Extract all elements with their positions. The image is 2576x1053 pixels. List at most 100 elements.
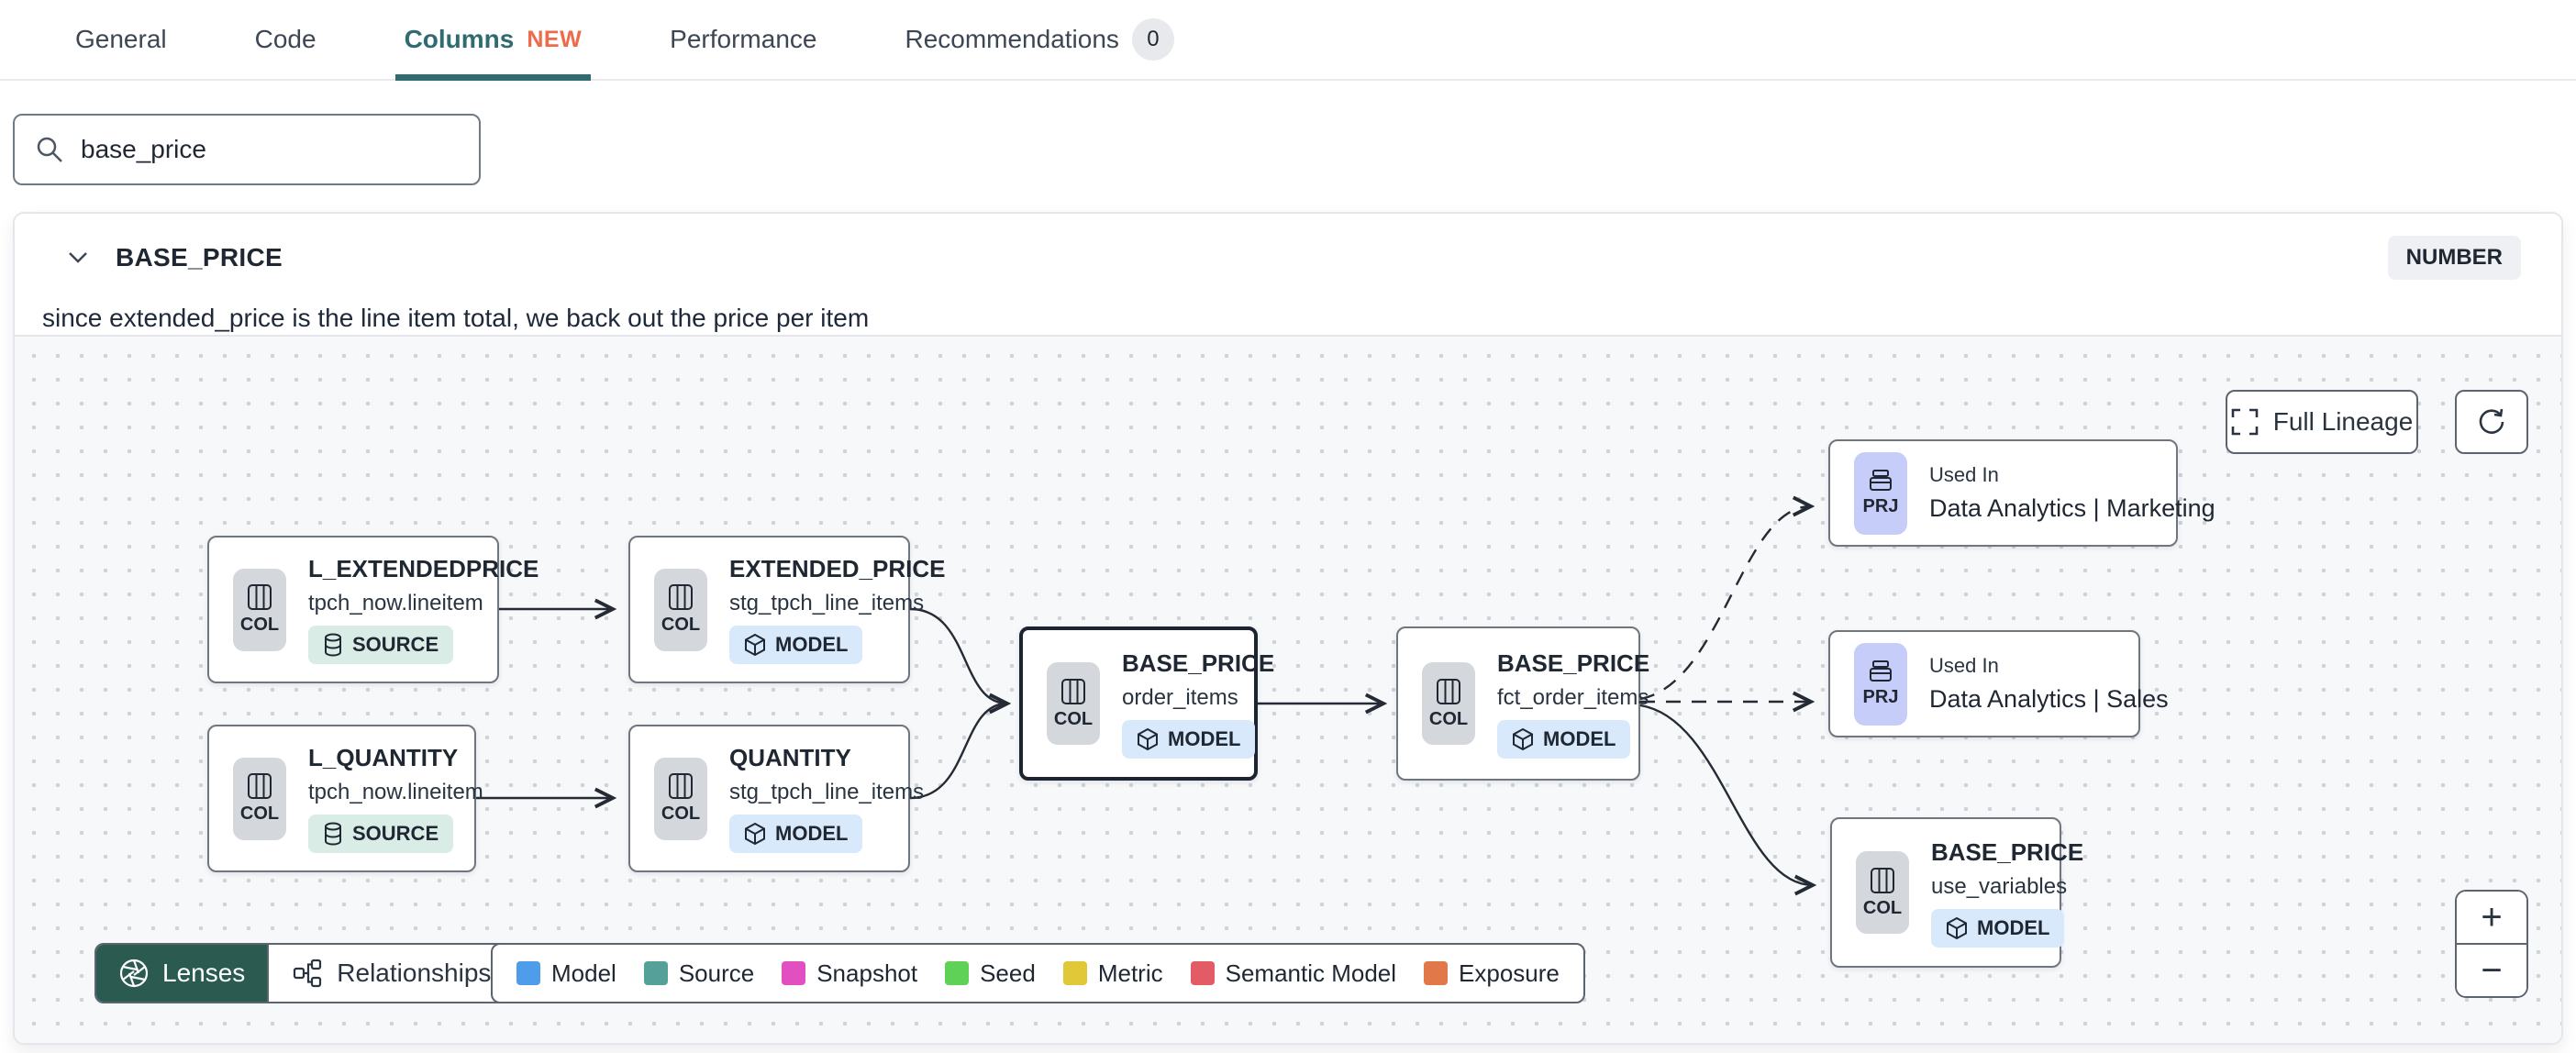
node-title: L_QUANTITY (308, 744, 459, 771)
badge-label: COL (239, 804, 280, 824)
lineage-node-base-price-use-variables[interactable]: COL BASE_PRICE use_variables MODEL (1830, 817, 2083, 968)
cube-icon (745, 822, 765, 846)
relationships-icon (294, 959, 322, 988)
legend-label: Snapshot (816, 959, 918, 987)
tab-bar: General Code Columns NEW Performance Rec… (0, 0, 2576, 81)
legend-label: Exposure (1459, 959, 1560, 987)
node-subtitle: stg_tpch_line_items (729, 780, 925, 804)
legend-label: Semantic Model (1225, 959, 1397, 987)
model-badge: MODEL (729, 626, 863, 664)
badge-label: COL (239, 615, 280, 635)
search-row (0, 81, 2576, 185)
col-badge: COL (1856, 851, 1909, 934)
badge-label: COL (661, 615, 701, 635)
col-badge: COL (233, 757, 286, 840)
col-badge: COL (1047, 662, 1100, 745)
kind-label: MODEL (1977, 915, 2050, 939)
legend-label: Seed (980, 959, 1036, 987)
column-type-badge: NUMBER (2387, 236, 2521, 280)
kind-label: SOURCE (352, 633, 439, 656)
cube-icon (1513, 727, 1533, 750)
node-title: QUANTITY (729, 744, 851, 771)
legend-label: Metric (1097, 959, 1163, 987)
tab-performance[interactable]: Performance (661, 0, 826, 79)
lineage-node-used-in-sales[interactable]: PRJ Used In Data Analytics | Sales (1828, 630, 2169, 737)
model-swatch (516, 961, 540, 985)
badge-label: COL (1428, 708, 1469, 729)
columns-icon (669, 584, 693, 610)
lineage-toolbar: Lenses Relationships (94, 943, 552, 1003)
model-badge: MODEL (1497, 719, 1631, 759)
refresh-button[interactable] (2455, 390, 2528, 454)
badge-label: COL (661, 804, 701, 824)
columns-icon (1871, 867, 1894, 893)
columns-icon (669, 773, 693, 799)
cube-icon (745, 633, 765, 657)
node-subtitle: stg_tpch_line_items (729, 591, 925, 615)
column-description: since extended_price is the line item to… (42, 304, 870, 332)
node-subtitle: order_items (1122, 684, 1238, 710)
badge-label: COL (1053, 708, 1094, 729)
legend-label: Model (551, 959, 616, 987)
lineage-node-l-extendedprice[interactable]: COL L_EXTENDEDPRICE tpch_now.lineitem SO… (207, 536, 539, 683)
node-title: BASE_PRICE (1497, 648, 1650, 677)
lineage-node-base-price-fct-order-items[interactable]: COL BASE_PRICE fct_order_items MODEL (1396, 626, 1649, 781)
tab-recommendations[interactable]: Recommendations 0 (895, 0, 1183, 79)
legend-item-semantic-model: Semantic Model (1190, 959, 1397, 988)
tab-code[interactable]: Code (246, 0, 326, 79)
full-lineage-label: Full Lineage (2272, 407, 2414, 436)
node-subtitle: tpch_now.lineitem (308, 780, 483, 804)
lineage-node-l-quantity[interactable]: COL L_QUANTITY tpch_now.lineitem SOURCE (207, 725, 483, 872)
search-input[interactable] (81, 135, 459, 164)
col-badge: COL (654, 568, 707, 651)
expand-icon (2231, 408, 2259, 436)
prj-badge: PRJ (1854, 451, 1907, 535)
collapse-chevron-down-icon[interactable] (66, 249, 90, 266)
columns-icon (248, 584, 272, 610)
column-panel: BASE_PRICE NUMBER since extended_price i… (13, 212, 2563, 1045)
node-title: EXTENDED_PRICE (729, 555, 946, 582)
search-box[interactable] (13, 114, 481, 185)
lineage-node-base-price-order-items-selected[interactable]: COL BASE_PRICE order_items MODEL (1019, 626, 1274, 781)
badge-label: PRJ (1862, 687, 1899, 707)
full-lineage-button[interactable]: Full Lineage (2226, 390, 2418, 454)
tab-general[interactable]: General (66, 0, 176, 79)
lineage-canvas[interactable]: COL L_EXTENDEDPRICE tpch_now.lineitem SO… (15, 335, 2561, 1043)
cube-icon (1138, 727, 1158, 750)
legend-label: Source (678, 959, 755, 987)
legend-item-exposure: Exposure (1424, 959, 1560, 988)
source-badge: SOURCE (308, 626, 454, 664)
kind-label: MODEL (775, 822, 849, 845)
recommendations-count-badge: 0 (1131, 18, 1174, 61)
used-in-label: Used In (1929, 463, 1999, 486)
columns-icon (248, 773, 272, 799)
kind-label: MODEL (775, 633, 849, 656)
lineage-node-used-in-marketing[interactable]: PRJ Used In Data Analytics | Marketing (1828, 439, 2215, 547)
node-subtitle: fct_order_items (1497, 684, 1649, 710)
search-icon (37, 137, 62, 162)
col-badge: COL (1422, 662, 1475, 745)
lineage-edges (476, 495, 1817, 896)
col-badge: COL (654, 757, 707, 840)
kind-label: SOURCE (352, 822, 439, 845)
zoom-out-button[interactable]: − (2457, 945, 2526, 996)
prj-badge: PRJ (1854, 642, 1907, 726)
lineage-node-extended-price[interactable]: COL EXTENDED_PRICE stg_tpch_line_items M… (628, 536, 946, 683)
zoom-in-button[interactable]: + (2457, 892, 2526, 945)
column-name: BASE_PRICE (116, 243, 283, 272)
project-name: Data Analytics | Marketing (1929, 494, 2215, 522)
node-title: BASE_PRICE (1931, 837, 2084, 866)
refresh-icon (2479, 408, 2504, 434)
lineage-legend: Model Source Snapshot Seed Metric Semant… (491, 943, 1585, 1003)
lineage-node-quantity[interactable]: COL QUANTITY stg_tpch_line_items MODEL (628, 725, 924, 872)
lenses-button[interactable]: Lenses (96, 945, 268, 1002)
semantic-model-swatch (1190, 961, 1215, 985)
tab-columns[interactable]: Columns NEW (394, 0, 592, 81)
seed-swatch (945, 961, 970, 985)
database-icon (325, 822, 341, 846)
legend-item-seed: Seed (945, 959, 1036, 988)
relationships-label: Relationships (337, 959, 492, 987)
project-icon (1870, 470, 1892, 491)
node-subtitle: use_variables (1931, 873, 2068, 899)
metric-swatch (1062, 961, 1087, 985)
